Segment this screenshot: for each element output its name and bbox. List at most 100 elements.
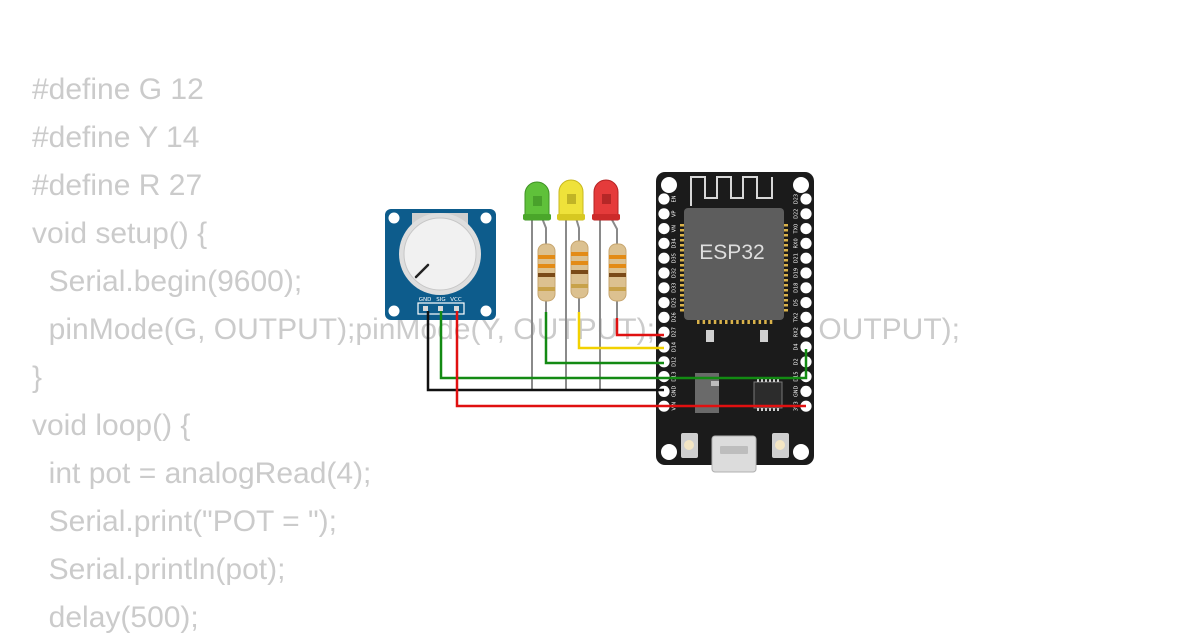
wire-green-led-d12[interactable] [544,312,664,365]
potentiometer-module[interactable]: GND SIG VCC [385,209,496,320]
pin-right-d21[interactable] [800,252,812,264]
pin-label-vcc: VCC [450,297,462,303]
module-pad [784,259,788,262]
module-pad [784,254,788,257]
pin-left-d35[interactable] [658,252,670,264]
pin-right-rx0[interactable] [800,237,812,249]
module-pad [708,320,711,324]
led-die [602,194,611,204]
resistor-yellow[interactable] [570,240,589,312]
chip-pin [769,408,771,411]
pin-label-d21: D21 [794,253,800,263]
pin-left-vp[interactable] [658,208,670,220]
pin-right-tx0[interactable] [800,223,812,235]
resistor-body [537,243,556,302]
chip-pin [765,408,767,411]
resistor-band [538,273,555,277]
resistor-band [538,287,555,291]
pin-left-d34[interactable] [658,237,670,249]
pin-label-d33: D33 [672,283,678,293]
module-pad [784,244,788,247]
pin-left-d33[interactable] [658,282,670,294]
resistor-band [609,255,626,259]
pin-left-gnd[interactable] [658,385,670,397]
pin-left-en[interactable] [658,193,670,205]
led-yellow-anode-leg [575,217,580,243]
mount-hole [661,444,677,460]
module-pad [680,254,684,257]
code-line: #define G 12 [32,73,204,106]
led-rim [523,214,551,220]
pin-vcc[interactable] [454,306,459,311]
pin-right-tx2[interactable] [800,311,812,323]
module-pad [680,229,684,232]
module-pad [747,320,750,324]
pin-right-d22[interactable] [800,208,812,220]
pin-left-d13[interactable] [658,371,670,383]
mount-hole [793,444,809,460]
led-rim [592,214,620,220]
module-pad [680,249,684,252]
wire-pot-vcc-3v3[interactable] [455,311,806,408]
resistor-band [571,252,588,256]
module-pad [784,279,788,282]
led-green[interactable] [523,181,551,221]
led-body [593,179,619,221]
pin-right-d4[interactable] [800,341,812,353]
pin-right-d5[interactable] [800,297,812,309]
pin-label-d35: D35 [672,253,678,263]
pin-label-sig: SIG [436,297,445,303]
module-pad [702,320,706,324]
pin-label-d5: D5 [794,299,800,306]
esp32-board[interactable]: ESP32 ENVPVND34D35D32D33D25D26D27D14D12D… [656,172,814,473]
pin-gnd[interactable] [423,306,428,311]
code-line: #define Y 14 [32,121,200,154]
wires [426,311,808,408]
module-pad [784,234,788,237]
pin-right-d18[interactable] [800,282,812,294]
mount-hole [388,305,400,317]
potentiometer-knob[interactable] [403,217,477,291]
module-pad [725,320,728,324]
pin-left-vn[interactable] [658,223,670,235]
pin-left-d32[interactable] [658,267,670,279]
led-red[interactable] [592,179,620,221]
esp32-module [684,208,784,320]
pin-right-rx2[interactable] [800,326,812,338]
wire-red-led-d27[interactable] [615,318,664,337]
pin-label-d34: D34 [672,238,678,248]
usb-port-opening [720,446,748,454]
code-line: Serial.begin(9600); [32,265,303,298]
module-pad [680,304,684,307]
resistor-band [538,264,555,268]
pin-left-d26[interactable] [658,311,670,323]
code-line: void loop() { [32,409,191,442]
mount-hole [480,305,492,317]
resistor-band [571,270,588,274]
pin-right-d23[interactable] [800,193,812,205]
module-pad [719,320,722,324]
module-pad [784,304,788,307]
led-body [524,181,550,221]
smd-component [706,330,714,342]
pin-sig[interactable] [438,306,443,311]
pin-right-gnd[interactable] [800,385,812,397]
module-pad [680,259,684,262]
wire-pot-gnd[interactable] [426,311,532,392]
pin-label-d32: D32 [672,268,678,278]
led-yellow[interactable] [557,179,585,221]
pin-left-d25[interactable] [658,297,670,309]
code-line: Serial.println(pot); [32,553,286,586]
resistor-red[interactable] [608,243,627,318]
pin-right-d19[interactable] [800,267,812,279]
led-rim [557,214,585,220]
pin-label-d14: D14 [672,342,678,352]
module-pad [769,320,773,324]
module-pad [713,320,717,324]
wire-yellow-led-d14[interactable] [577,312,664,350]
resistor-green[interactable] [537,243,556,312]
wire-pot-sig-d4[interactable] [439,311,808,380]
chip-pin [777,408,779,411]
pin-label-gnd: GND [672,386,678,398]
